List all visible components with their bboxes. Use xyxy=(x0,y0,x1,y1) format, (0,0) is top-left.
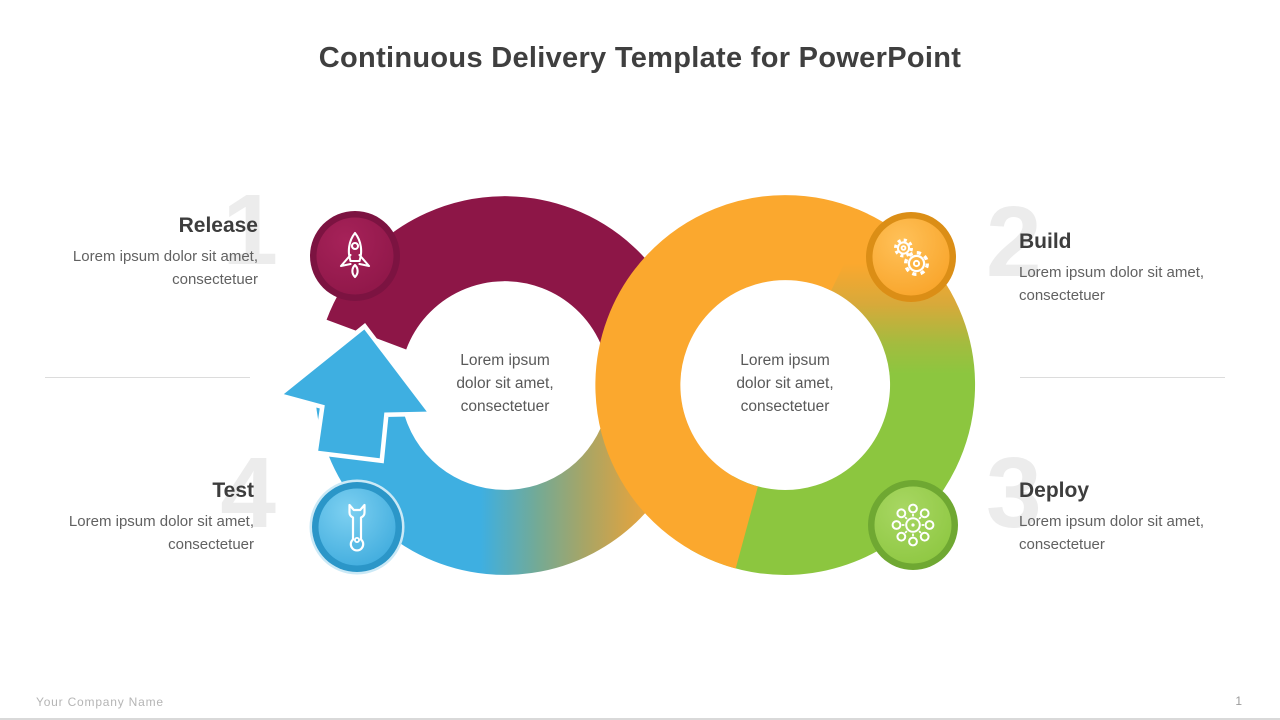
step-test-desc: Lorem ipsum dolor sit amet, consectetuer xyxy=(68,513,254,553)
rocket-icon xyxy=(339,231,371,279)
step-release-desc: Lorem ipsum dolor sit amet, consectetuer xyxy=(72,248,258,288)
step-deploy-block: 3 Deploy Lorem ipsum dolor sit amet, con… xyxy=(986,443,1234,556)
build-badge xyxy=(866,212,956,302)
step-release-title: Release xyxy=(178,214,258,237)
page-title: Continuous Delivery Template for PowerPo… xyxy=(318,42,962,74)
network-icon xyxy=(891,503,935,547)
test-badge xyxy=(309,479,405,575)
wrench-icon xyxy=(348,503,366,552)
step-deploy-title: Deploy xyxy=(1019,479,1090,502)
step-test-title: Test xyxy=(212,479,254,502)
right-ring-center-label: Lorem ipsum dolor sit amet, consectetuer xyxy=(736,352,834,415)
step-build-desc: Lorem ipsum dolor sit amet, consectetuer xyxy=(1019,264,1205,304)
page-number: 1 xyxy=(1235,694,1242,708)
step-release-ghost-number: 1 xyxy=(222,174,278,286)
step-test-ghost-number: 4 xyxy=(220,437,276,549)
cycle-direction-arrow xyxy=(283,329,427,459)
release-badge xyxy=(310,211,400,301)
right-divider-line xyxy=(1020,377,1225,378)
footer-company-name: Your Company Name xyxy=(36,695,164,709)
step-deploy-ghost-number: 3 xyxy=(986,437,1042,549)
right-ring-hole xyxy=(680,280,890,490)
step-release-block: 1 Release Lorem ipsum dolor sit amet, co… xyxy=(40,180,278,291)
step-test-block: 4 Test Lorem ipsum dolor sit amet, conse… xyxy=(40,443,276,556)
left-divider-line xyxy=(45,377,250,378)
left-ring-center-label: Lorem ipsum dolor sit amet, consectetuer xyxy=(456,352,554,415)
deploy-badge xyxy=(868,480,958,570)
build-orange-arc xyxy=(595,195,869,569)
gears-icon xyxy=(894,238,930,277)
step-build-block: 2 Build Lorem ipsum dolor sit amet, cons… xyxy=(986,192,1234,307)
step-build-title: Build xyxy=(1019,230,1072,253)
step-deploy-desc: Lorem ipsum dolor sit amet, consectetuer xyxy=(1019,513,1205,553)
bottom-rule xyxy=(0,718,1280,720)
step-build-ghost-number: 2 xyxy=(986,186,1042,298)
